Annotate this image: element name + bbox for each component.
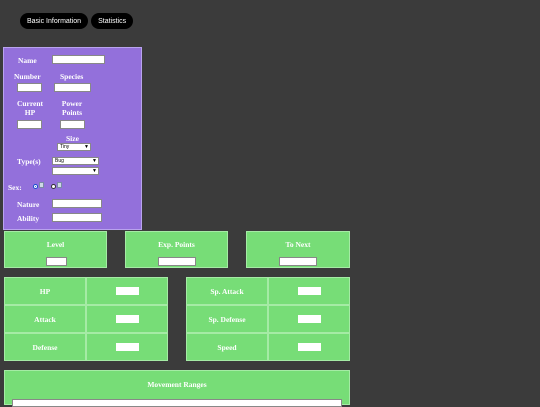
to-next-label: To Next [285, 240, 311, 249]
exp-points-input[interactable] [158, 257, 196, 266]
stat-sp-attack-label: Sp. Attack [186, 277, 268, 305]
nature-input[interactable] [52, 199, 102, 208]
type2-select[interactable]: ▼ [52, 167, 99, 175]
current-hp-label-line2: HP [24, 108, 36, 117]
stat-attack-input[interactable] [115, 315, 139, 323]
size-label: Size [66, 134, 79, 143]
current-hp-input[interactable] [17, 120, 42, 129]
stat-attack-label: Attack [4, 305, 86, 333]
male-symbol-icon [39, 182, 44, 188]
to-next-input[interactable] [279, 257, 317, 266]
stat-hp-cell [86, 277, 168, 305]
stat-speed-label: Speed [186, 333, 268, 361]
power-points-label-line1: Power [61, 99, 83, 108]
stat-sp-defense-cell [268, 305, 350, 333]
number-label: Number [14, 72, 41, 81]
ability-label: Ability [17, 214, 40, 223]
sex-label: Sex: [8, 183, 22, 192]
movement-ranges-input[interactable] [12, 399, 342, 407]
chevron-down-icon: ▼ [92, 158, 97, 164]
level-input[interactable] [46, 257, 67, 266]
tab-basic-information[interactable]: Basic Information [20, 13, 89, 29]
name-input[interactable] [52, 55, 105, 64]
ability-input[interactable] [52, 213, 102, 222]
stat-sp-defense-input[interactable] [297, 315, 321, 323]
stat-attack-cell [86, 305, 168, 333]
level-box: Level [4, 231, 107, 268]
basic-info-panel: Name Number Species Current HP Power Poi… [3, 47, 142, 230]
size-select[interactable]: Tiny ▼ [57, 143, 91, 151]
to-next-box: To Next [246, 231, 350, 268]
level-label: Level [46, 240, 65, 249]
sex-male-radio[interactable] [33, 184, 38, 189]
sex-female-radio[interactable] [51, 184, 56, 189]
stat-defense-label: Defense [4, 333, 86, 361]
current-hp-label: Current HP [12, 99, 48, 117]
current-hp-label-line1: Current [16, 99, 44, 108]
power-points-label: Power Points [56, 99, 88, 117]
movement-ranges-box: Movement Ranges [4, 370, 350, 407]
stat-hp-label: HP [4, 277, 86, 305]
stat-hp-input[interactable] [115, 287, 139, 295]
type1-select[interactable]: Bug ▼ [52, 157, 99, 165]
chevron-down-icon: ▼ [92, 168, 97, 174]
stat-speed-cell [268, 333, 350, 361]
stat-speed-input[interactable] [297, 343, 321, 351]
stat-sp-defense-label: Sp. Defense [186, 305, 268, 333]
types-label: Type(s) [17, 157, 41, 166]
size-select-value: Tiny [60, 144, 70, 150]
power-points-input[interactable] [60, 120, 85, 129]
power-points-label-line2: Points [61, 108, 82, 117]
name-label: Name [18, 56, 37, 65]
tab-bar: Basic Information Statistics [20, 13, 134, 29]
female-symbol-icon [57, 182, 62, 188]
number-input[interactable] [17, 83, 42, 92]
type1-select-value: Bug [55, 158, 64, 164]
stat-sp-attack-cell [268, 277, 350, 305]
species-label: Species [60, 72, 84, 81]
nature-label: Nature [17, 200, 40, 209]
stat-defense-input[interactable] [115, 343, 139, 351]
exp-points-label: Exp. Points [158, 240, 195, 249]
chevron-down-icon: ▼ [84, 144, 89, 150]
tab-statistics[interactable]: Statistics [91, 13, 134, 29]
stat-defense-cell [86, 333, 168, 361]
exp-points-box: Exp. Points [125, 231, 228, 268]
stat-sp-attack-input[interactable] [297, 287, 321, 295]
species-input[interactable] [54, 83, 91, 92]
movement-ranges-title: Movement Ranges [147, 380, 207, 389]
